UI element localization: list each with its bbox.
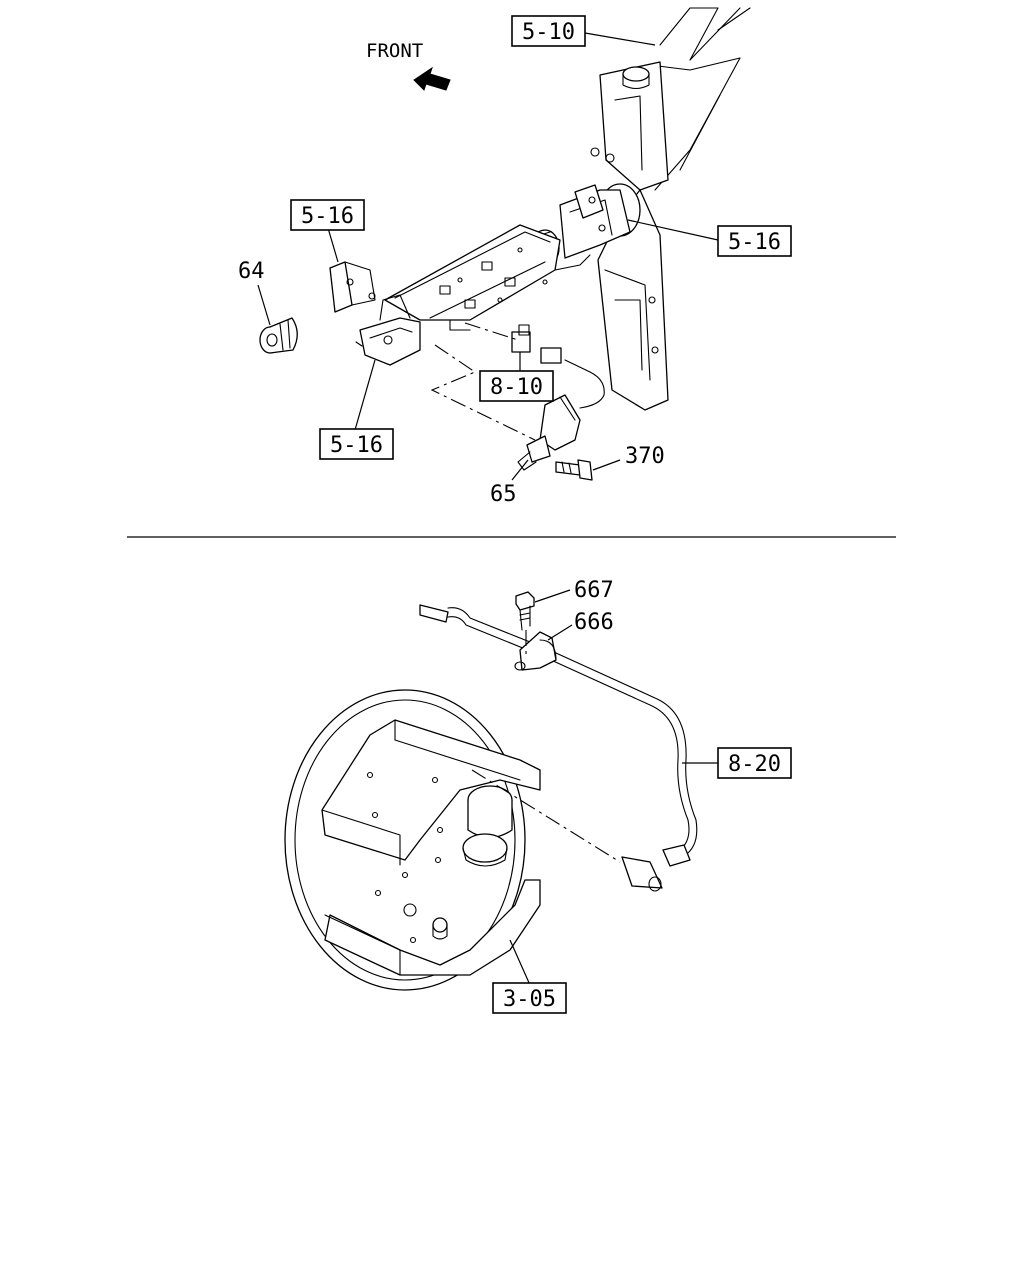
svg-text:3-05: 3-05: [503, 987, 556, 1012]
part-number-666: 666: [574, 610, 614, 635]
sensor-65: [511, 324, 605, 471]
svg-text:8-20: 8-20: [728, 752, 781, 777]
ref-5-16-right: 5-16: [717, 225, 792, 257]
leader-64: [257, 284, 271, 326]
lower-view: 8-20 3-05 667 666: [284, 578, 792, 1014]
part-number-667: 667: [574, 578, 614, 603]
wheel-speed-sensor: [419, 604, 698, 892]
assembly-line-a: [430, 344, 536, 441]
front-arrow-icon: [413, 66, 451, 91]
front-label: FRONT: [366, 40, 423, 62]
mounting-bracket: [384, 224, 561, 331]
part-number-65: 65: [490, 482, 517, 507]
leader-5-16-right: [627, 219, 719, 241]
brake-assembly: [284, 689, 541, 991]
ref-8-20: 8-20: [717, 747, 792, 779]
leader-5-16-lower: [354, 359, 376, 431]
leader-667: [534, 589, 571, 603]
ref-5-16-lower: 5-16: [319, 428, 394, 460]
svg-text:5-16: 5-16: [330, 433, 383, 458]
bolt-370: [555, 459, 593, 481]
upper-view: FRONT: [238, 7, 792, 507]
ref-3-05: 3-05: [492, 982, 567, 1014]
frame-rail: [590, 7, 751, 411]
part-number-370: 370: [625, 444, 665, 469]
ref-5-10: 5-10: [511, 15, 586, 47]
leader-5-16-left: [327, 227, 339, 263]
clamp-666: [514, 631, 557, 671]
ref-8-10: 8-10: [479, 370, 554, 402]
bolt-667: [515, 591, 535, 655]
leader-666: [547, 624, 573, 641]
svg-text:5-16: 5-16: [728, 230, 781, 255]
svg-text:5-16: 5-16: [301, 204, 354, 229]
leader-65: [511, 459, 529, 481]
part-number-64: 64: [238, 259, 265, 284]
grommet-64: [259, 317, 298, 354]
assembly-line-b: [464, 322, 519, 341]
leader-5-10: [584, 32, 656, 46]
ref-5-16-left: 5-16: [290, 199, 365, 231]
svg-text:5-10: 5-10: [522, 20, 575, 45]
leader-370: [592, 459, 621, 471]
left-bracket: [329, 261, 421, 366]
svg-text:8-10: 8-10: [490, 375, 543, 400]
leader-3-05: [509, 939, 531, 986]
